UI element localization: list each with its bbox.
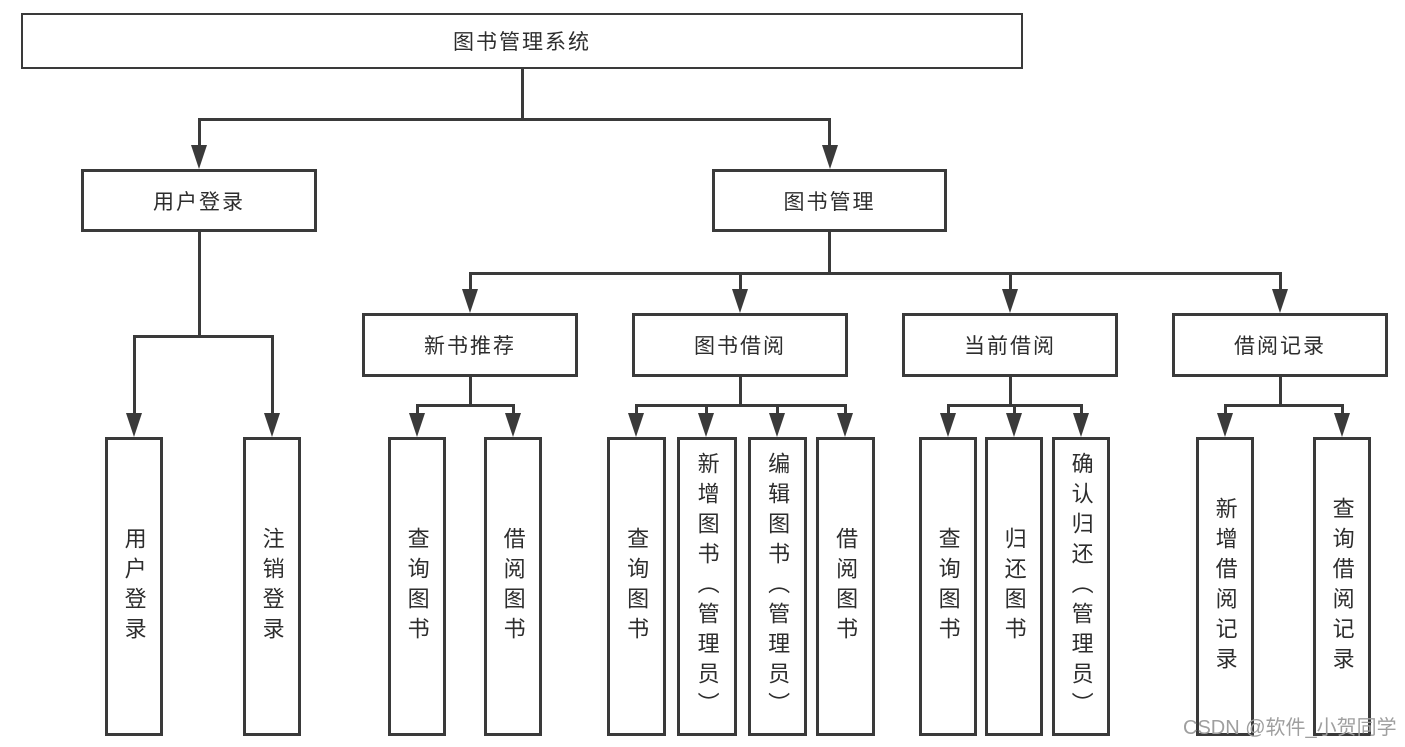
leaf-label: 查询图书 [624,526,650,647]
leaf-edit-book-admin: 编辑图书（管理员） [748,437,807,736]
node-book-borrow: 图书借阅 [632,313,848,377]
connector-bar [634,404,847,407]
arrowhead-down-icon [769,413,785,437]
arrowhead-down-icon [409,413,425,437]
leaf-user-login: 用户登录 [105,437,163,736]
arrowhead-down-icon [1006,413,1022,437]
connector-drop [415,404,419,414]
leaf-label: 查询借阅记录 [1329,496,1355,677]
arrowhead-down-icon [940,413,956,437]
leaf-label: 用户登录 [121,526,147,647]
connector-stem [738,377,742,407]
connector-bar [468,272,1282,275]
connector-stem [1008,377,1012,407]
connector-drop [1079,404,1083,414]
watermark: CSDN @软件_小贺同学 [1183,717,1397,739]
leaf-query-books-borrow: 查询图书 [607,437,666,736]
leaf-label: 确认归还（管理员） [1068,451,1094,722]
leaf-label: 查询图书 [404,526,430,647]
connector-drop [1223,404,1227,414]
arrowhead-down-icon [126,413,142,437]
connector-drop [468,272,472,290]
connector-stem [468,377,472,407]
node-new-book-recommend: 新书推荐 [362,313,578,377]
connector-drop [132,335,136,414]
arrowhead-down-icon [628,413,644,437]
leaf-borrow-books-recommend: 借阅图书 [484,437,542,736]
leaf-query-books-recommend: 查询图书 [388,437,446,736]
leaf-logout: 注销登录 [243,437,301,736]
arrowhead-down-icon [732,289,748,313]
arrowhead-down-icon [462,289,478,313]
arrowhead-down-icon [1073,413,1089,437]
connector-drop [738,272,742,290]
arrowhead-down-icon [821,145,838,169]
connector-drop [197,118,201,146]
leaf-add-book-admin: 新增图书（管理员） [677,437,737,736]
leaf-label: 借阅图书 [833,526,859,647]
connector-drop [511,404,515,414]
leaf-query-borrow-record: 查询借阅记录 [1313,437,1371,736]
node-borrow-records: 借阅记录 [1172,313,1388,377]
leaf-label: 归还图书 [1001,526,1027,647]
leaf-label: 新增图书（管理员） [694,451,720,722]
leaf-label: 查询图书 [935,526,961,647]
connector-bar [132,335,274,338]
connector-bar [1223,404,1344,407]
connector-drop [1012,404,1016,414]
arrowhead-down-icon [191,145,207,169]
leaf-label: 注销登录 [259,526,285,647]
connector-drop [634,404,638,414]
arrowhead-down-icon [837,413,853,437]
connector-bar [415,404,515,407]
arrowhead-down-icon [505,413,521,437]
leaf-return-book: 归还图书 [985,437,1043,736]
arrowhead-down-icon [1002,289,1018,313]
node-current-borrow: 当前借阅 [902,313,1118,377]
node-book-management: 图书管理 [712,169,947,232]
connector-drop [1008,272,1012,290]
connector-drop [270,335,274,414]
node-user-login: 用户登录 [81,169,317,232]
arrowhead-down-icon [264,413,280,437]
connector-bar [197,118,831,121]
connector-stem [828,232,831,275]
arrowhead-down-icon [1272,289,1288,313]
connector-stem [520,69,524,121]
arrowhead-down-icon [698,413,714,437]
connector-drop [704,404,708,414]
leaf-label: 编辑图书（管理员） [765,451,791,722]
connector-drop [828,118,831,146]
connector-drop [946,404,950,414]
leaf-borrow-books-borrow: 借阅图书 [816,437,875,736]
connector-stem [197,232,201,338]
leaf-add-borrow-record: 新增借阅记录 [1196,437,1254,736]
leaf-label: 新增借阅记录 [1212,496,1238,677]
connector-drop [1278,272,1282,290]
connector-stem [1278,377,1282,407]
connector-drop [775,404,779,414]
arrowhead-down-icon [1217,413,1233,437]
leaf-query-books-current: 查询图书 [919,437,977,736]
node-library-system: 图书管理系统 [21,13,1023,69]
leaf-confirm-return-admin: 确认归还（管理员） [1052,437,1110,736]
connector-drop [843,404,847,414]
arrowhead-down-icon [1334,413,1350,437]
leaf-label: 借阅图书 [500,526,526,647]
connector-drop [1340,404,1344,414]
